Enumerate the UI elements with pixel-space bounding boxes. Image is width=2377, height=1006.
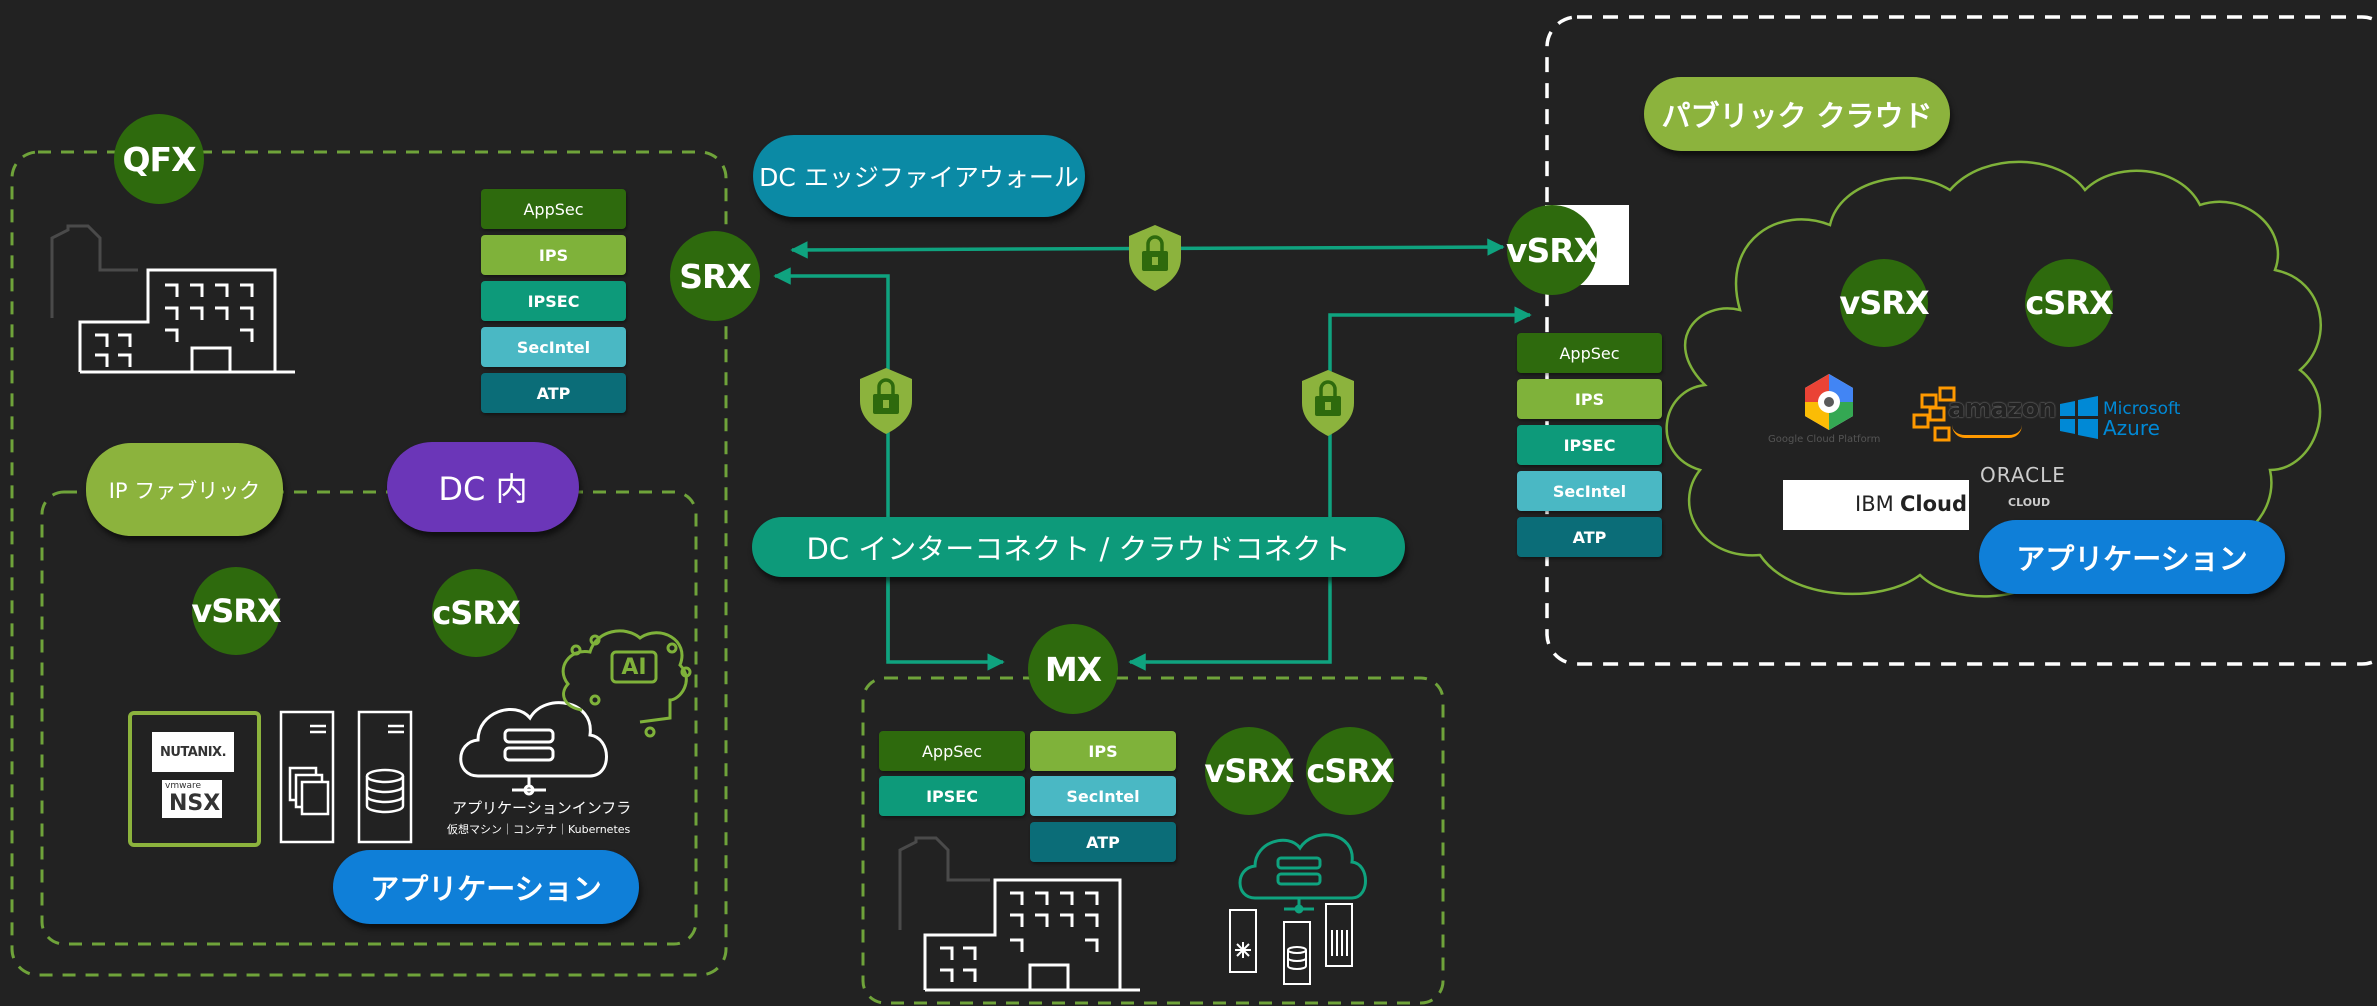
- branch-zone-border: [861, 676, 1445, 1005]
- branch-cloud-icon: [1238, 833, 1367, 914]
- service-appsec-branch: AppSec: [879, 731, 1025, 771]
- google-cloud-icon: [1805, 374, 1853, 430]
- application-pill-cloud: アプリケーション: [1979, 520, 2285, 594]
- building-icon-branch: [898, 836, 1140, 992]
- node-vsrx-branch[interactable]: vSRX: [1204, 727, 1295, 815]
- vmware-text: vmware: [165, 781, 202, 791]
- dc-inner-pill: DC 内: [387, 442, 579, 532]
- ibm-cloud-logo: IBM Cloud: [1783, 480, 1969, 530]
- lock-shield-icon-top: [1129, 225, 1181, 291]
- google-cloud-text: Google Cloud Platform: [1768, 434, 1881, 445]
- node-srx[interactable]: SRX: [670, 231, 760, 321]
- building-icon-dc: [50, 224, 295, 374]
- amazon-text: amazon: [1948, 394, 2057, 424]
- node-vsrx-cloud-edge[interactable]: vSRX: [1506, 205, 1599, 295]
- nutanix-text: NUTANIX.: [159, 744, 227, 760]
- service-secintel-dc: SecIntel: [481, 327, 626, 367]
- nutanix-logo: NUTANIX.: [152, 732, 234, 772]
- service-secintel-cloud: SecIntel: [1517, 471, 1662, 511]
- azure-text: Azure: [2103, 416, 2160, 440]
- ip-fabric-pill: IP ファブリック: [86, 443, 283, 536]
- service-ips-cloud: IPS: [1517, 379, 1662, 419]
- service-ipsec-branch: IPSEC: [879, 776, 1025, 816]
- node-mx[interactable]: MX: [1028, 624, 1118, 714]
- oracle-cloud-text: CLOUD: [2008, 496, 2051, 509]
- service-ipsec-dc: IPSEC: [481, 281, 626, 321]
- service-ips-dc: IPS: [481, 235, 626, 275]
- public-cloud-zone-border: [1545, 15, 2377, 666]
- azure-icon: [2060, 396, 2098, 439]
- service-ipsec-cloud: IPSEC: [1517, 425, 1662, 465]
- node-vsrx-dc[interactable]: vSRX: [191, 567, 282, 655]
- service-ips-branch: IPS: [1030, 731, 1176, 771]
- node-csrx-dc[interactable]: cSRX: [432, 569, 521, 657]
- dc-zone-border: [10, 150, 728, 977]
- lock-shield-icon-right: [1302, 370, 1354, 436]
- app-infra-cloud-icon: [459, 701, 608, 796]
- dc-edge-firewall-pill: DC エッジファイアウォール: [753, 135, 1085, 217]
- public-cloud-pill: パブリック クラウド: [1644, 77, 1950, 151]
- server-icon-database: [357, 710, 413, 844]
- service-appsec-dc: AppSec: [481, 189, 626, 229]
- node-csrx-cloud[interactable]: cSRX: [2025, 259, 2114, 347]
- service-atp-cloud: ATP: [1517, 517, 1662, 557]
- ai-label: AI: [621, 654, 647, 680]
- node-qfx[interactable]: QFX: [114, 114, 204, 204]
- nsx-text: NSX: [169, 791, 221, 816]
- service-appsec-cloud: AppSec: [1517, 333, 1662, 373]
- app-infra-sublabel: 仮想マシン｜コンテナ｜Kubernetes: [447, 823, 631, 836]
- app-infra-label: アプリケーションインフラ: [452, 799, 632, 817]
- interconnect-pill: DC インターコネクト / クラウドコネクト: [752, 517, 1405, 577]
- ai-head-icon: [561, 629, 692, 738]
- amazon-smile-icon: [1952, 425, 2022, 438]
- node-csrx-branch[interactable]: cSRX: [1306, 727, 1395, 815]
- ibm-text: IBM: [1855, 492, 1894, 516]
- node-vsrx-cloud[interactable]: vSRX: [1839, 259, 1930, 347]
- ibm-cloud-text: Cloud: [1900, 492, 1968, 516]
- oracle-text: ORACLE: [1980, 463, 2066, 487]
- application-pill-dc: アプリケーション: [333, 850, 639, 924]
- aws-icon: [1912, 386, 1956, 442]
- service-atp-dc: ATP: [481, 373, 626, 413]
- microsoft-text: Microsoft: [2103, 399, 2181, 419]
- service-atp-branch: ATP: [1030, 822, 1176, 862]
- dc-inner-zone-border: [40, 490, 698, 946]
- lock-shield-icon-left: [860, 368, 912, 434]
- server-icon-files: [279, 710, 335, 844]
- service-secintel-branch: SecIntel: [1030, 776, 1176, 816]
- nsx-logo: vmware NSX: [162, 780, 222, 818]
- branch-server-icons: [1229, 903, 1353, 985]
